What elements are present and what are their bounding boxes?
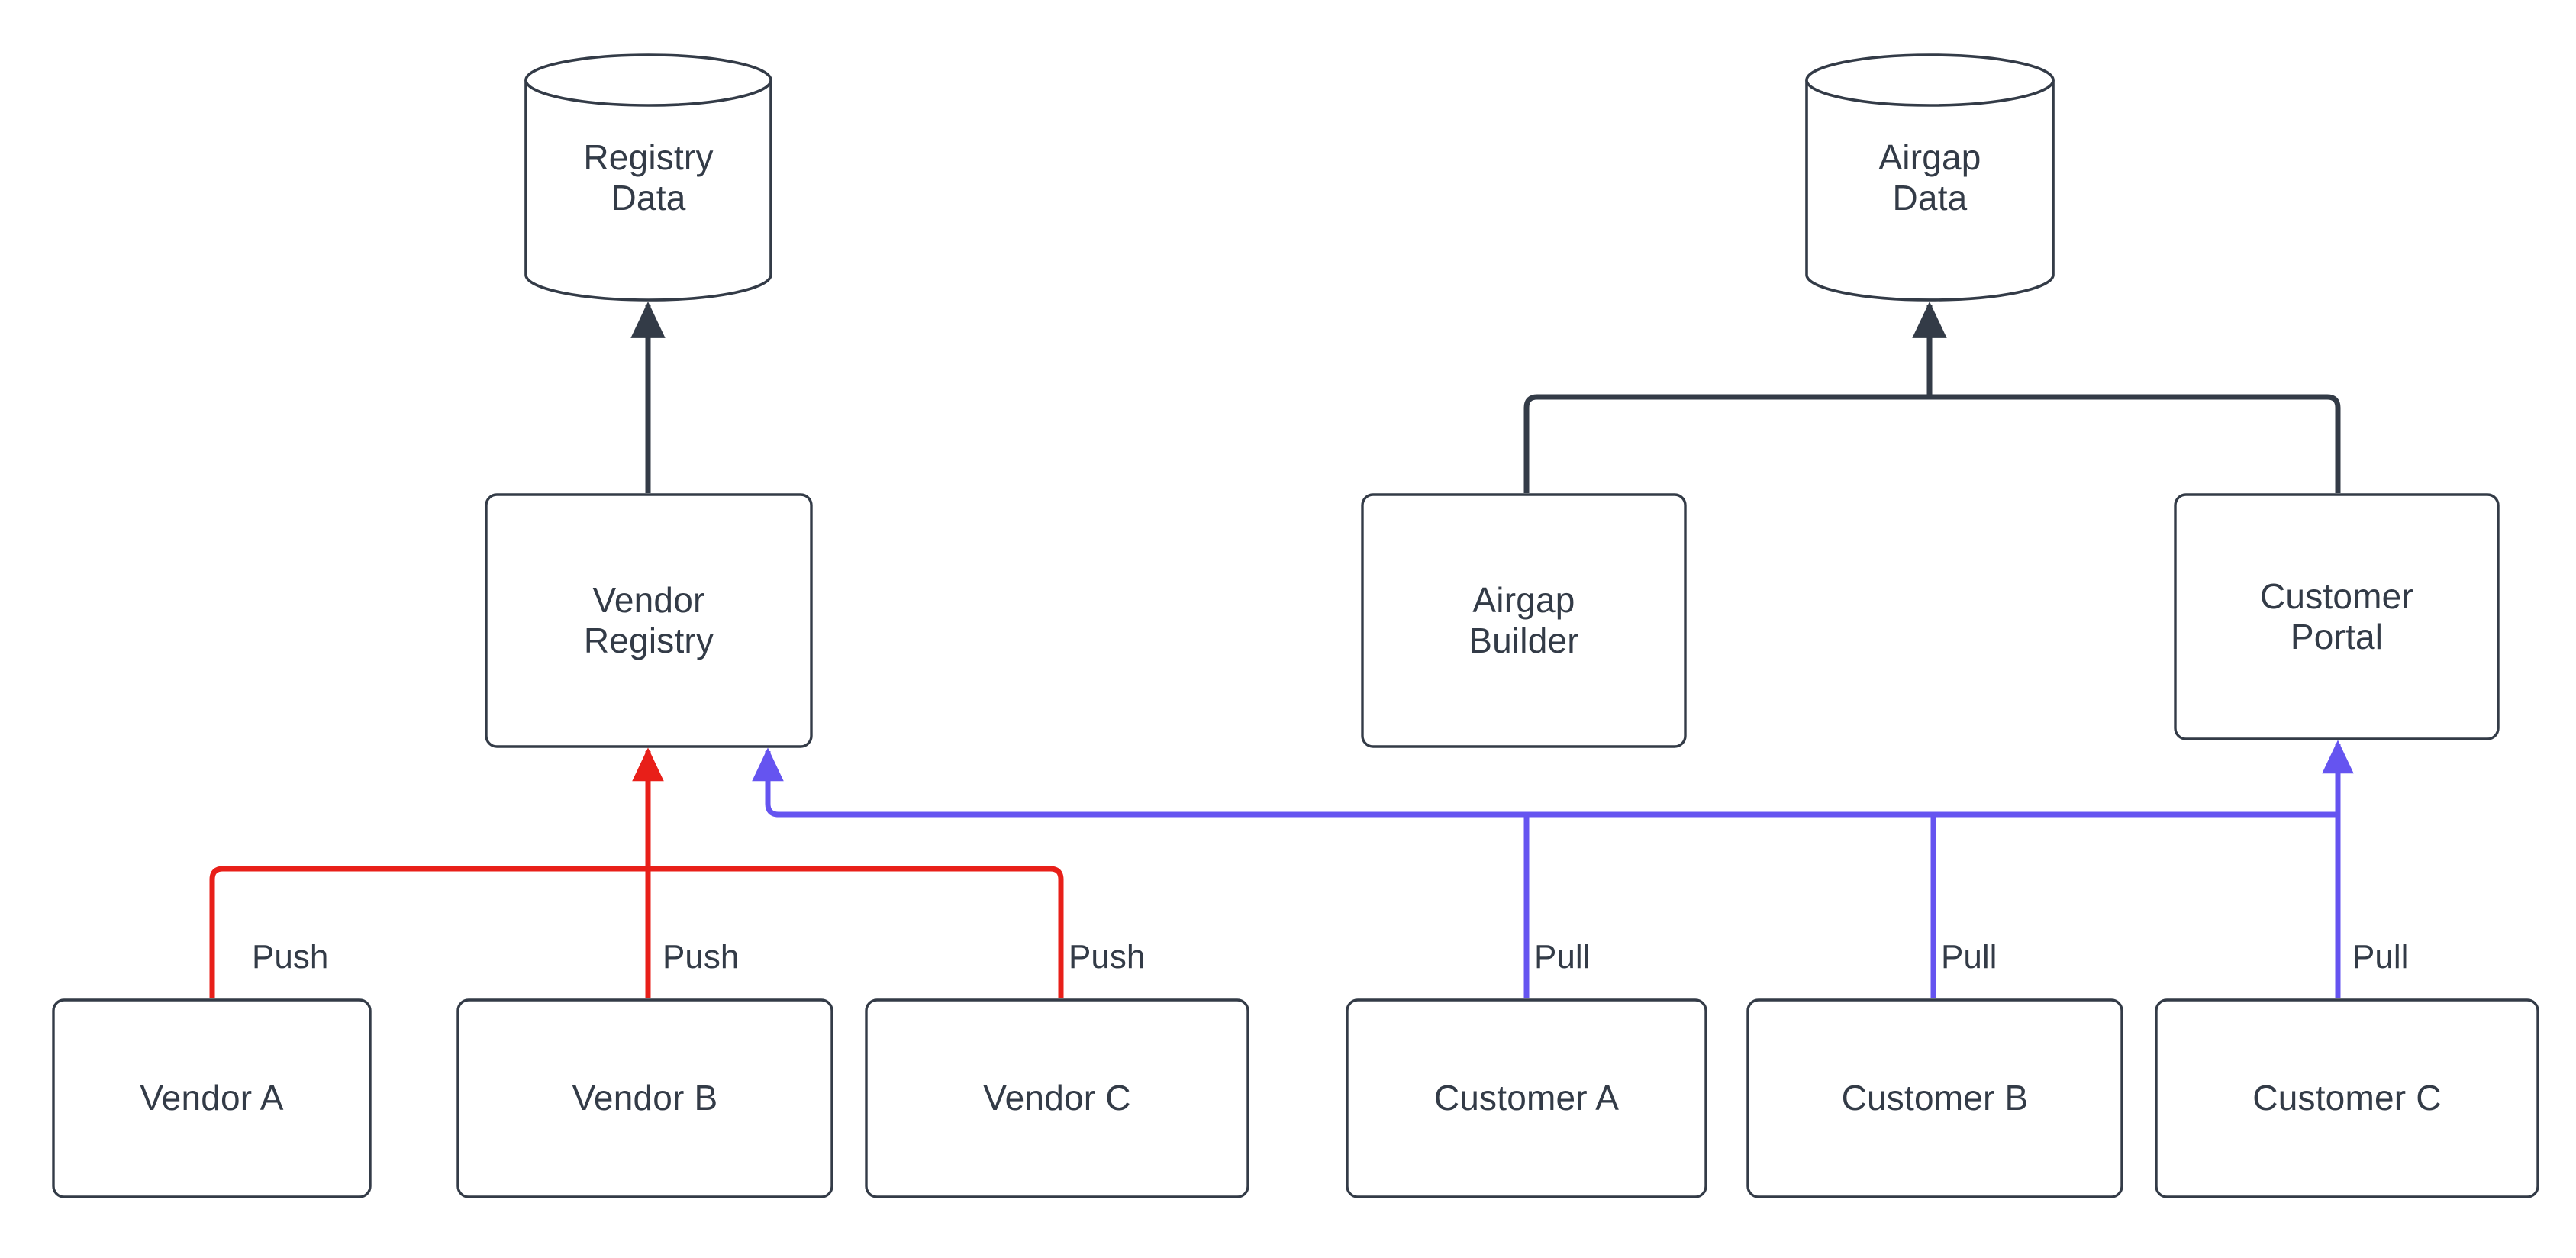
edge-label-vendor-a-push: Push <box>252 938 329 976</box>
edge-airgap-builder-to-airgap-data[interactable] <box>1523 394 1930 493</box>
edge-pull-trunk <box>752 747 2338 818</box>
registry-data-cylinder[interactable] <box>524 53 772 302</box>
customer-a-box[interactable] <box>1346 998 1707 1198</box>
edge-label-vendor-b-push: Push <box>663 938 740 976</box>
edge-vendor-a-push[interactable] <box>209 866 648 998</box>
edge-customer-portal-to-airgap-data[interactable] <box>1930 394 2341 493</box>
edge-label-customer-a-pull: Pull <box>1534 938 1591 976</box>
vendor-c-box[interactable] <box>865 998 1249 1198</box>
edge-label-customer-c-pull: Pull <box>2352 938 2409 976</box>
customer-portal-box[interactable] <box>2174 493 2500 740</box>
edge-label-customer-b-pull: Pull <box>1941 938 1997 976</box>
vendor-registry-box[interactable] <box>485 493 813 748</box>
edge-vendor-c-push[interactable] <box>648 866 1064 998</box>
customer-b-box[interactable] <box>1746 998 2123 1198</box>
airgap-builder-box[interactable] <box>1361 493 1687 748</box>
customer-c-box[interactable] <box>2155 998 2539 1198</box>
airgap-data-cylinder[interactable] <box>1805 53 2055 302</box>
vendor-a-box[interactable] <box>52 998 372 1198</box>
vendor-b-box[interactable] <box>456 998 833 1198</box>
edge-label-vendor-c-push: Push <box>1069 938 1146 976</box>
